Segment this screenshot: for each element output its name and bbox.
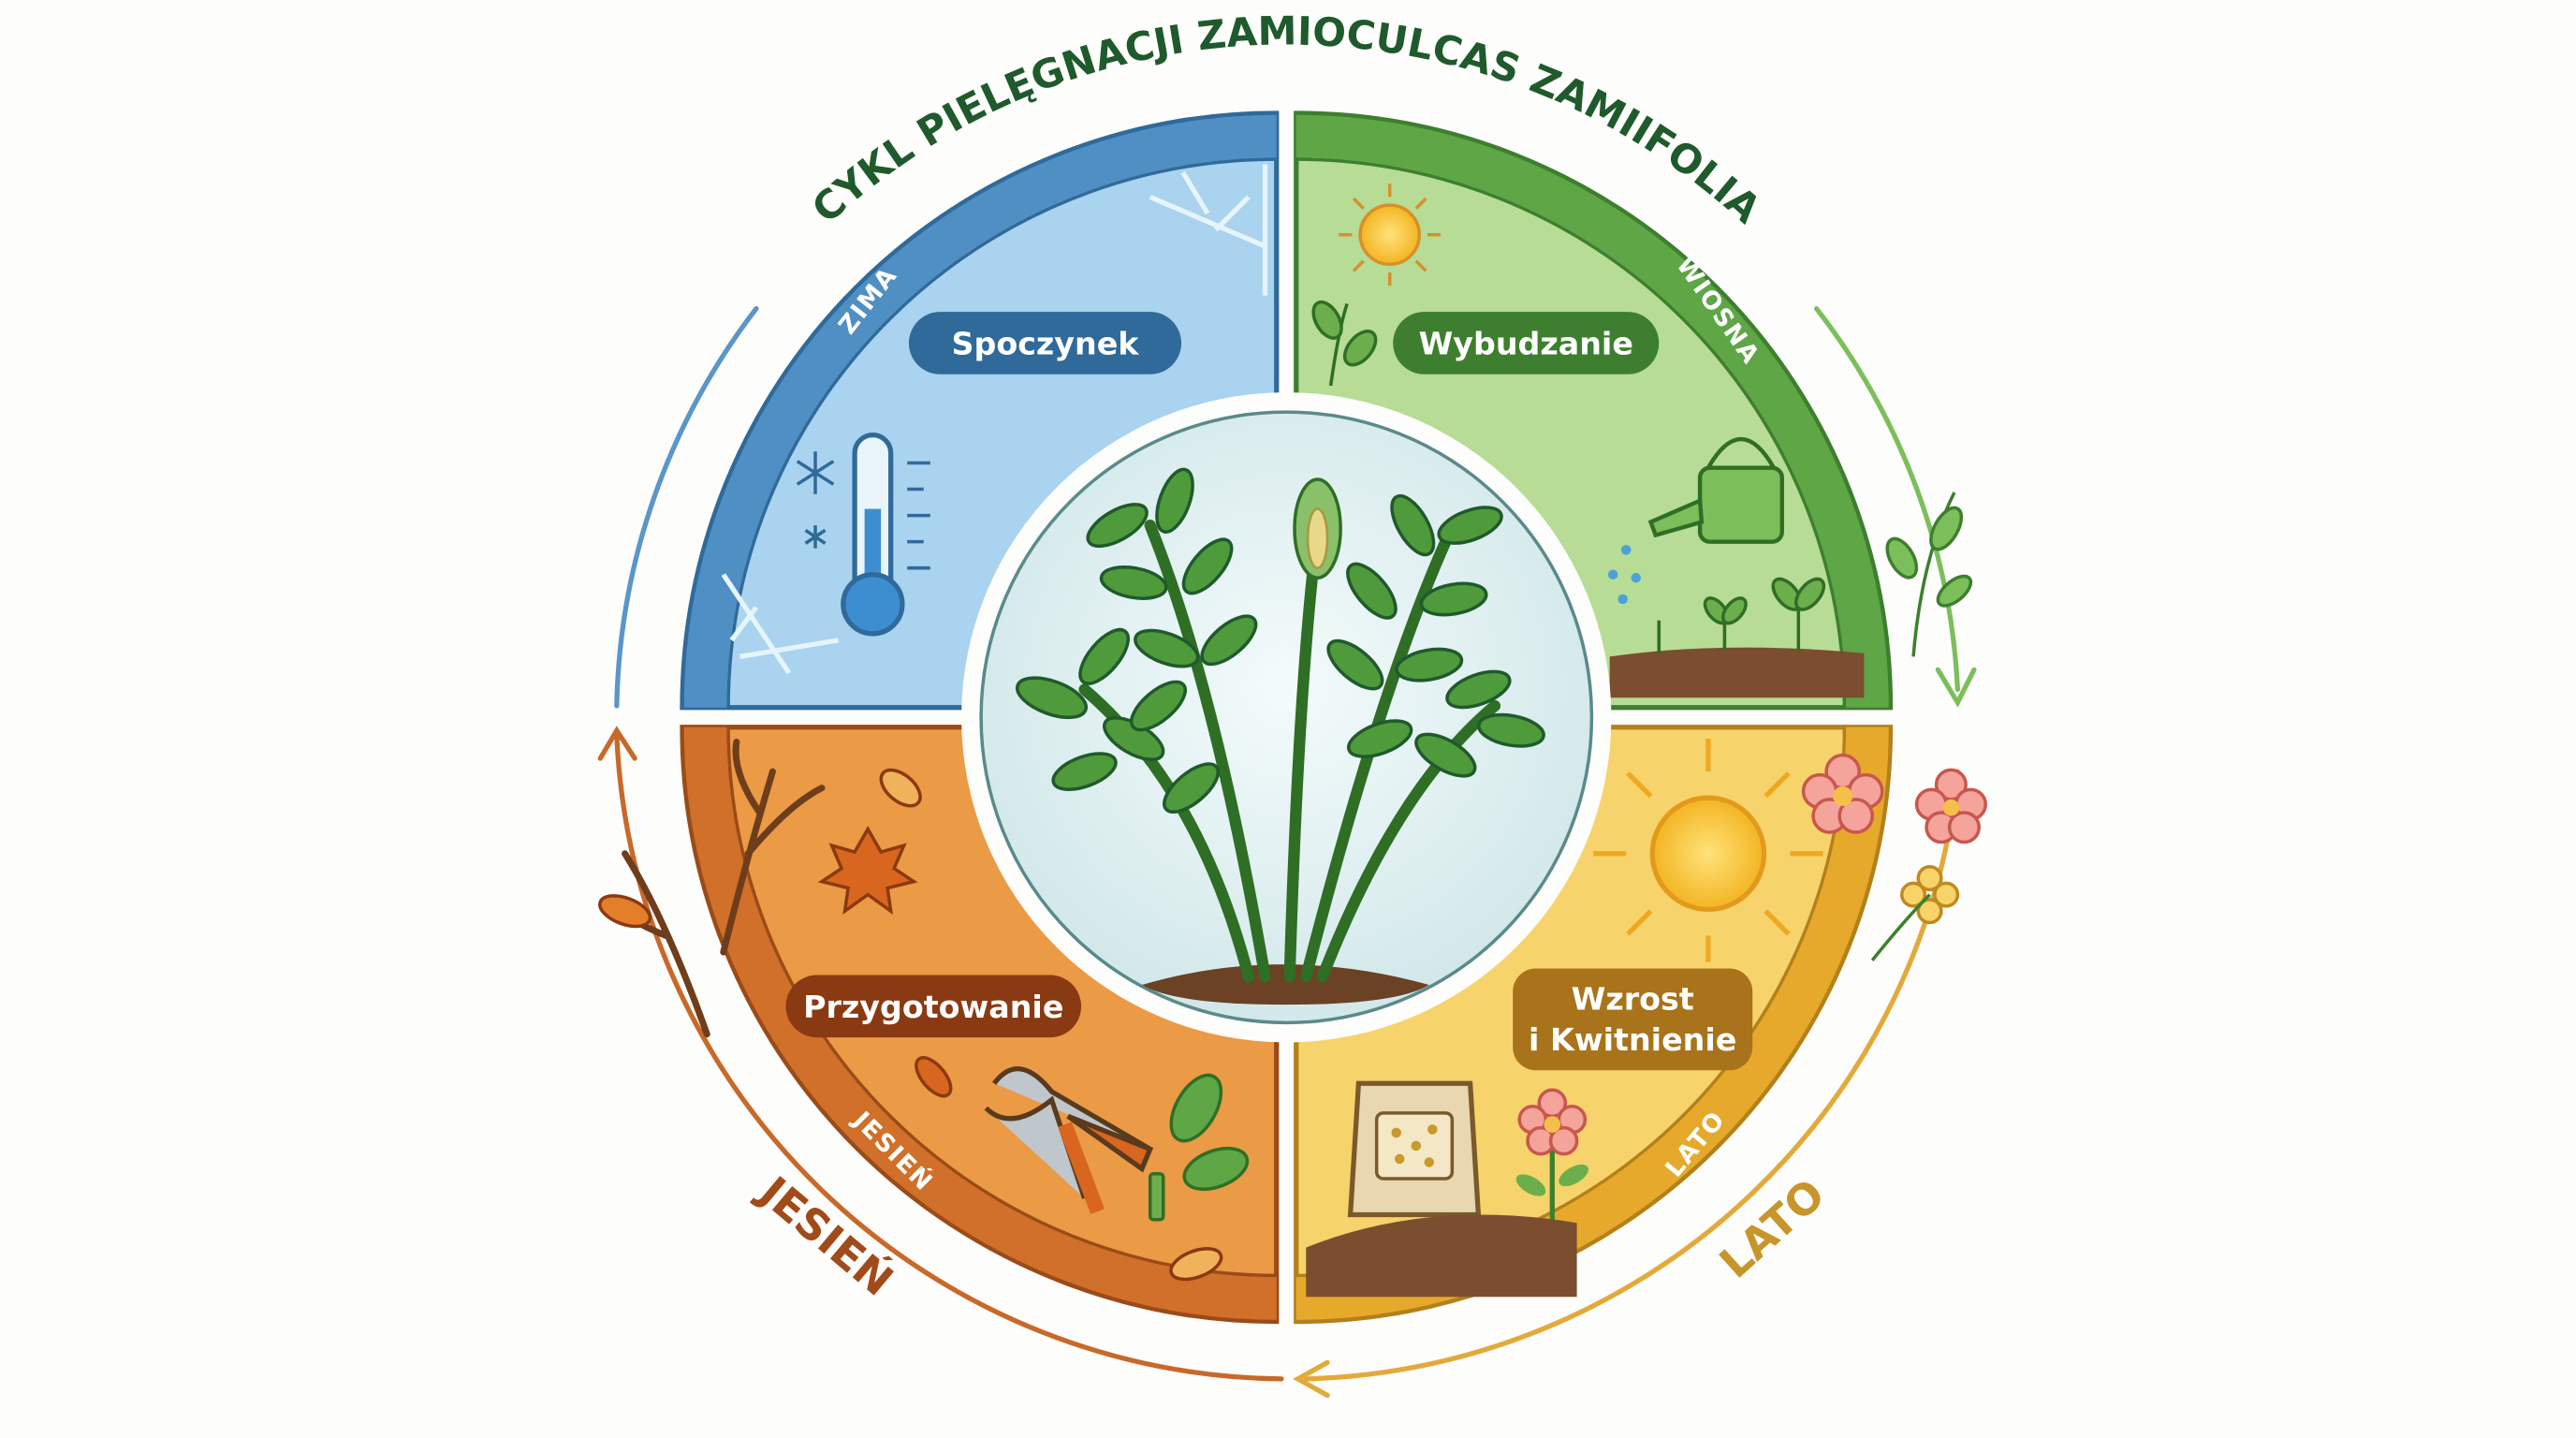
soil-with-sprouts-icon	[1609, 577, 1865, 698]
phase-pill-spring: Wybudzanie	[1393, 312, 1660, 374]
flower-icon	[1801, 753, 1987, 961]
fertilizer-bag-icon	[1347, 1080, 1482, 1218]
big-sun-icon	[1593, 739, 1823, 962]
autumn-arrowhead	[597, 726, 637, 761]
cutting-leaves-icon	[1148, 1073, 1250, 1222]
phase-pill-winter: Spoczynek	[908, 312, 1182, 374]
water-drops-icon	[1607, 545, 1641, 605]
vine-decoration-icon	[1885, 492, 1973, 657]
spring-arrowhead	[1935, 667, 1977, 708]
thermometer-icon	[841, 433, 930, 637]
snowflake-decoration-icon	[721, 164, 1268, 675]
summer-arrowhead	[1293, 1359, 1330, 1399]
sun-icon	[1339, 183, 1442, 286]
winter-arc	[614, 306, 759, 709]
phase-label-spring: Wybudzanie	[1419, 326, 1633, 362]
zamioculcas-plant-icon	[1016, 467, 1545, 1005]
phase-label-summer-line1: Wzrost	[1572, 980, 1694, 1017]
seedling-icon	[1311, 300, 1378, 387]
phase-label-summer-line2: i Kwitnienie	[1529, 1021, 1736, 1058]
outer-label-autumn: JESIEŃ	[748, 1165, 902, 1306]
phase-label-autumn: Przygotowanie	[803, 989, 1063, 1025]
spring-arc	[1813, 306, 1961, 693]
snowflake-icon	[796, 451, 835, 549]
summer-soil	[1306, 1214, 1577, 1298]
leaf-icon	[598, 768, 1223, 1282]
phase-pill-autumn: Przygotowanie	[785, 975, 1082, 1038]
outer-label-summer: LATO	[1710, 1169, 1835, 1288]
small-flower-icon	[1515, 1088, 1588, 1224]
phase-label-winter: Spoczynek	[952, 326, 1140, 362]
diagram-title: CYKL PIELĘGNACJI ZAMIOCULCAS ZAMIIFOLIA	[803, 7, 1770, 232]
watering-can-icon	[1647, 437, 1784, 544]
bare-branch-icon	[605, 739, 826, 1038]
maple-leaf-icon	[817, 825, 918, 915]
pruning-shears-icon	[984, 1066, 1154, 1214]
spathe-flower-icon	[1293, 477, 1342, 580]
phase-pill-summer: Wzrost i Kwitnienie	[1513, 968, 1753, 1071]
